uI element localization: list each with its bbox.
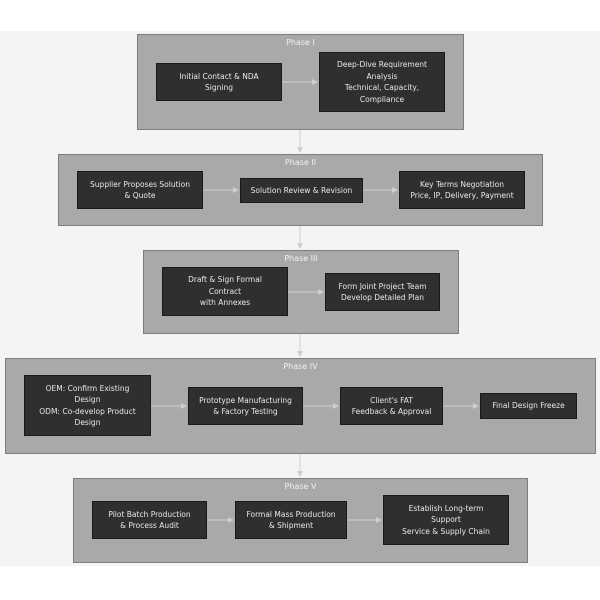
node-text: Analysis xyxy=(366,71,398,81)
node-formal-contract[interactable]: Draft & Sign Formal Contract with Annexe… xyxy=(162,267,288,316)
node-text: Design xyxy=(74,418,101,427)
phase-4-label: Phase IV xyxy=(283,362,318,371)
node-text: Supplier Proposes Solution xyxy=(90,179,190,189)
node-requirement-analysis[interactable]: Deep-Dive Requirement Analysis Technical… xyxy=(319,52,445,112)
node-text: Client's FAT xyxy=(370,395,413,405)
node-text: Form Joint Project Team xyxy=(338,281,427,291)
phase-2-label: Phase II xyxy=(284,158,317,167)
node-long-term-support[interactable]: Establish Long-term Support Service & Su… xyxy=(383,495,509,545)
node-text: Solution Review & Revision xyxy=(250,185,353,195)
node-oem-odm-design[interactable]: OEM: Confirm Existing Design ODM: Co-dev… xyxy=(24,375,151,436)
node-text: Develop Detailed Plan xyxy=(340,293,425,302)
node-supplier-proposes[interactable]: Supplier Proposes Solution & Quote xyxy=(77,171,203,209)
node-text: with Annexes xyxy=(199,298,251,308)
node-text: Key Terms Negotiation xyxy=(419,179,504,189)
node-text: & Factory Testing xyxy=(213,407,278,416)
node-text: Initial Contact & NDA xyxy=(179,71,259,81)
node-pilot-batch[interactable]: Pilot Batch Production & Process Audit xyxy=(92,501,207,539)
node-text: Price, IP, Delivery, Payment xyxy=(410,191,514,200)
node-text: & Quote xyxy=(124,191,156,200)
node-text: OEM: Confirm Existing xyxy=(45,383,130,393)
node-text: Formal Mass Production xyxy=(246,509,336,519)
node-text: Service & Supply Chain xyxy=(402,526,490,536)
node-text: Draft & Sign Formal xyxy=(188,275,262,285)
node-text: Feedback & Approval xyxy=(351,407,432,416)
node-mass-production[interactable]: Formal Mass Production & Shipment xyxy=(235,501,347,539)
node-text: Pilot Batch Production xyxy=(108,509,191,519)
phase-1-label: Phase I xyxy=(286,38,315,47)
node-text: Deep-Dive Requirement xyxy=(337,60,427,69)
node-prototype-manufacturing[interactable]: Prototype Manufacturing & Factory Testin… xyxy=(188,387,303,425)
node-text: Design xyxy=(74,395,101,404)
node-text: Signing xyxy=(205,83,233,92)
phase-5-label: Phase V xyxy=(284,482,317,491)
node-project-team[interactable]: Form Joint Project Team Develop Detailed… xyxy=(325,273,440,311)
node-text: Technical, Capacity, xyxy=(344,83,420,92)
node-key-terms[interactable]: Key Terms Negotiation Price, IP, Deliver… xyxy=(399,171,525,209)
node-text: Establish Long-term xyxy=(408,503,484,513)
node-text: Final Design Freeze xyxy=(492,401,565,411)
node-text: & Process Audit xyxy=(120,521,179,530)
node-client-fat[interactable]: Client's FAT Feedback & Approval xyxy=(340,387,443,425)
node-text: ODM: Co-develop Product xyxy=(39,406,136,416)
node-text: & Shipment xyxy=(268,521,314,530)
node-text: Prototype Manufacturing xyxy=(199,395,292,405)
phase-3-label: Phase III xyxy=(284,254,318,263)
node-text: Support xyxy=(431,515,461,525)
node-solution-review[interactable]: Solution Review & Revision xyxy=(240,178,363,203)
node-text: Contract xyxy=(208,286,242,296)
node-design-freeze[interactable]: Final Design Freeze xyxy=(480,393,577,419)
node-initial-contact[interactable]: Initial Contact & NDA Signing xyxy=(156,63,282,101)
node-text: Compliance xyxy=(359,94,405,104)
